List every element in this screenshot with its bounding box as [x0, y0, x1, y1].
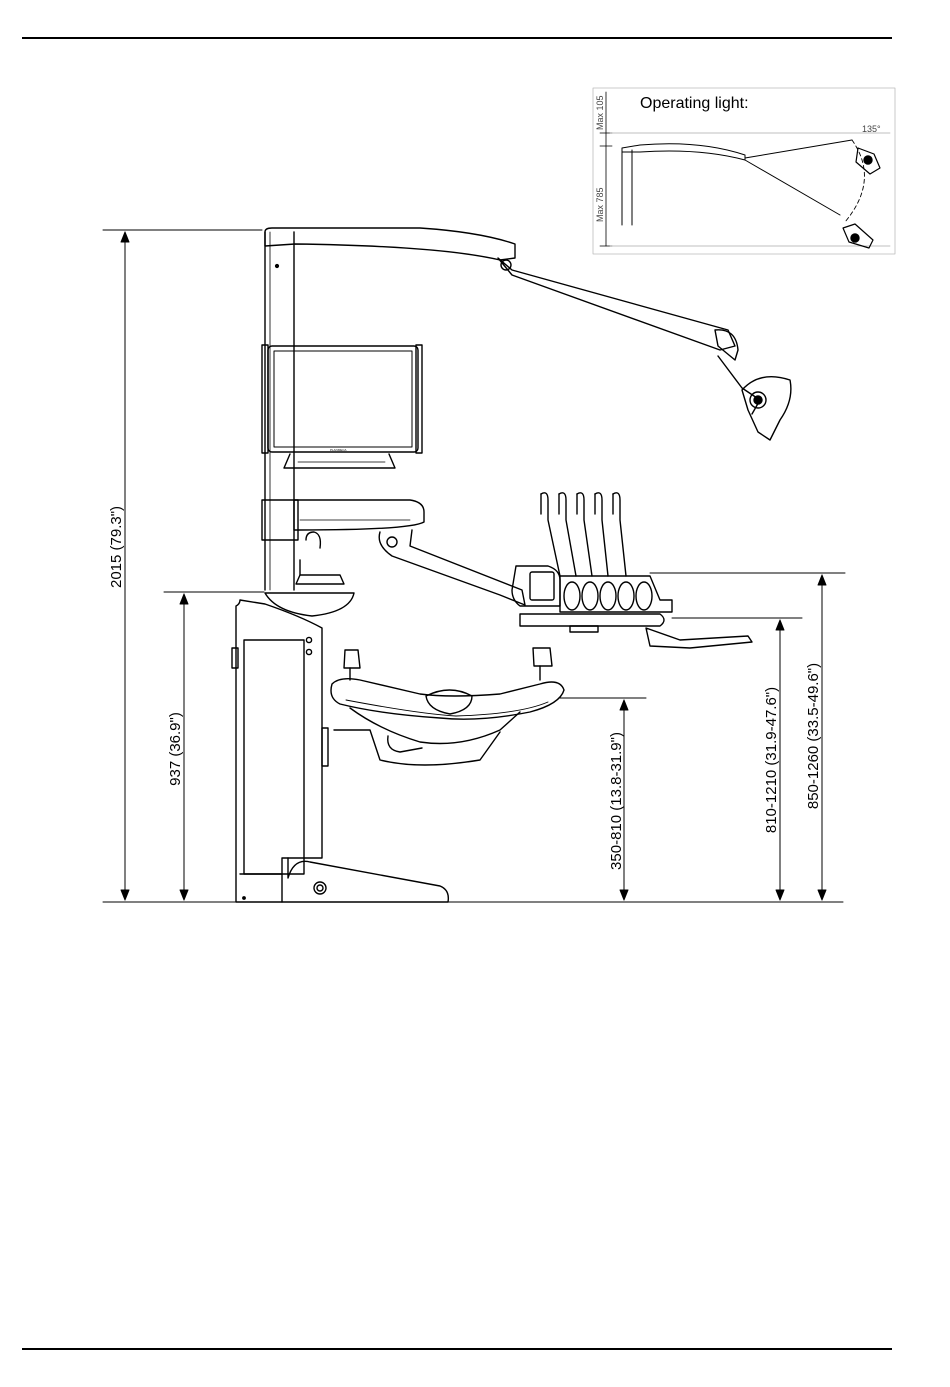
operating-light-arm — [265, 228, 791, 440]
dim-overall-height: 2015 (79.3") — [108, 506, 125, 588]
instrument-tray — [512, 493, 752, 648]
chair-base — [282, 728, 448, 902]
dim-chair-height: 350-810 (13.8-31.9") — [608, 732, 625, 870]
monitor: PLANMECA — [262, 345, 422, 468]
dim-cuspidor-height: 937 (36.9") — [167, 712, 184, 786]
cuspidor — [265, 532, 354, 616]
inset-max-upper: Max 105 — [595, 95, 605, 130]
dim-instrument-height: 850-1260 (33.5-49.6") — [805, 663, 822, 809]
patient-chair — [331, 648, 564, 765]
inset-title: Operating light: — [640, 95, 749, 112]
assistant-arm — [294, 500, 525, 605]
monitor-brand: PLANMECA — [330, 448, 347, 452]
inset-angle: 135° — [862, 124, 881, 134]
operating-light-inset: Operating light: Max 105 Max 785 135° — [593, 88, 895, 254]
inset-max-lower: Max 785 — [595, 187, 605, 222]
dimension-lines — [103, 230, 845, 902]
dim-tray-height: 810-1210 (31.9-47.6") — [763, 687, 780, 833]
unit-body — [232, 600, 322, 902]
